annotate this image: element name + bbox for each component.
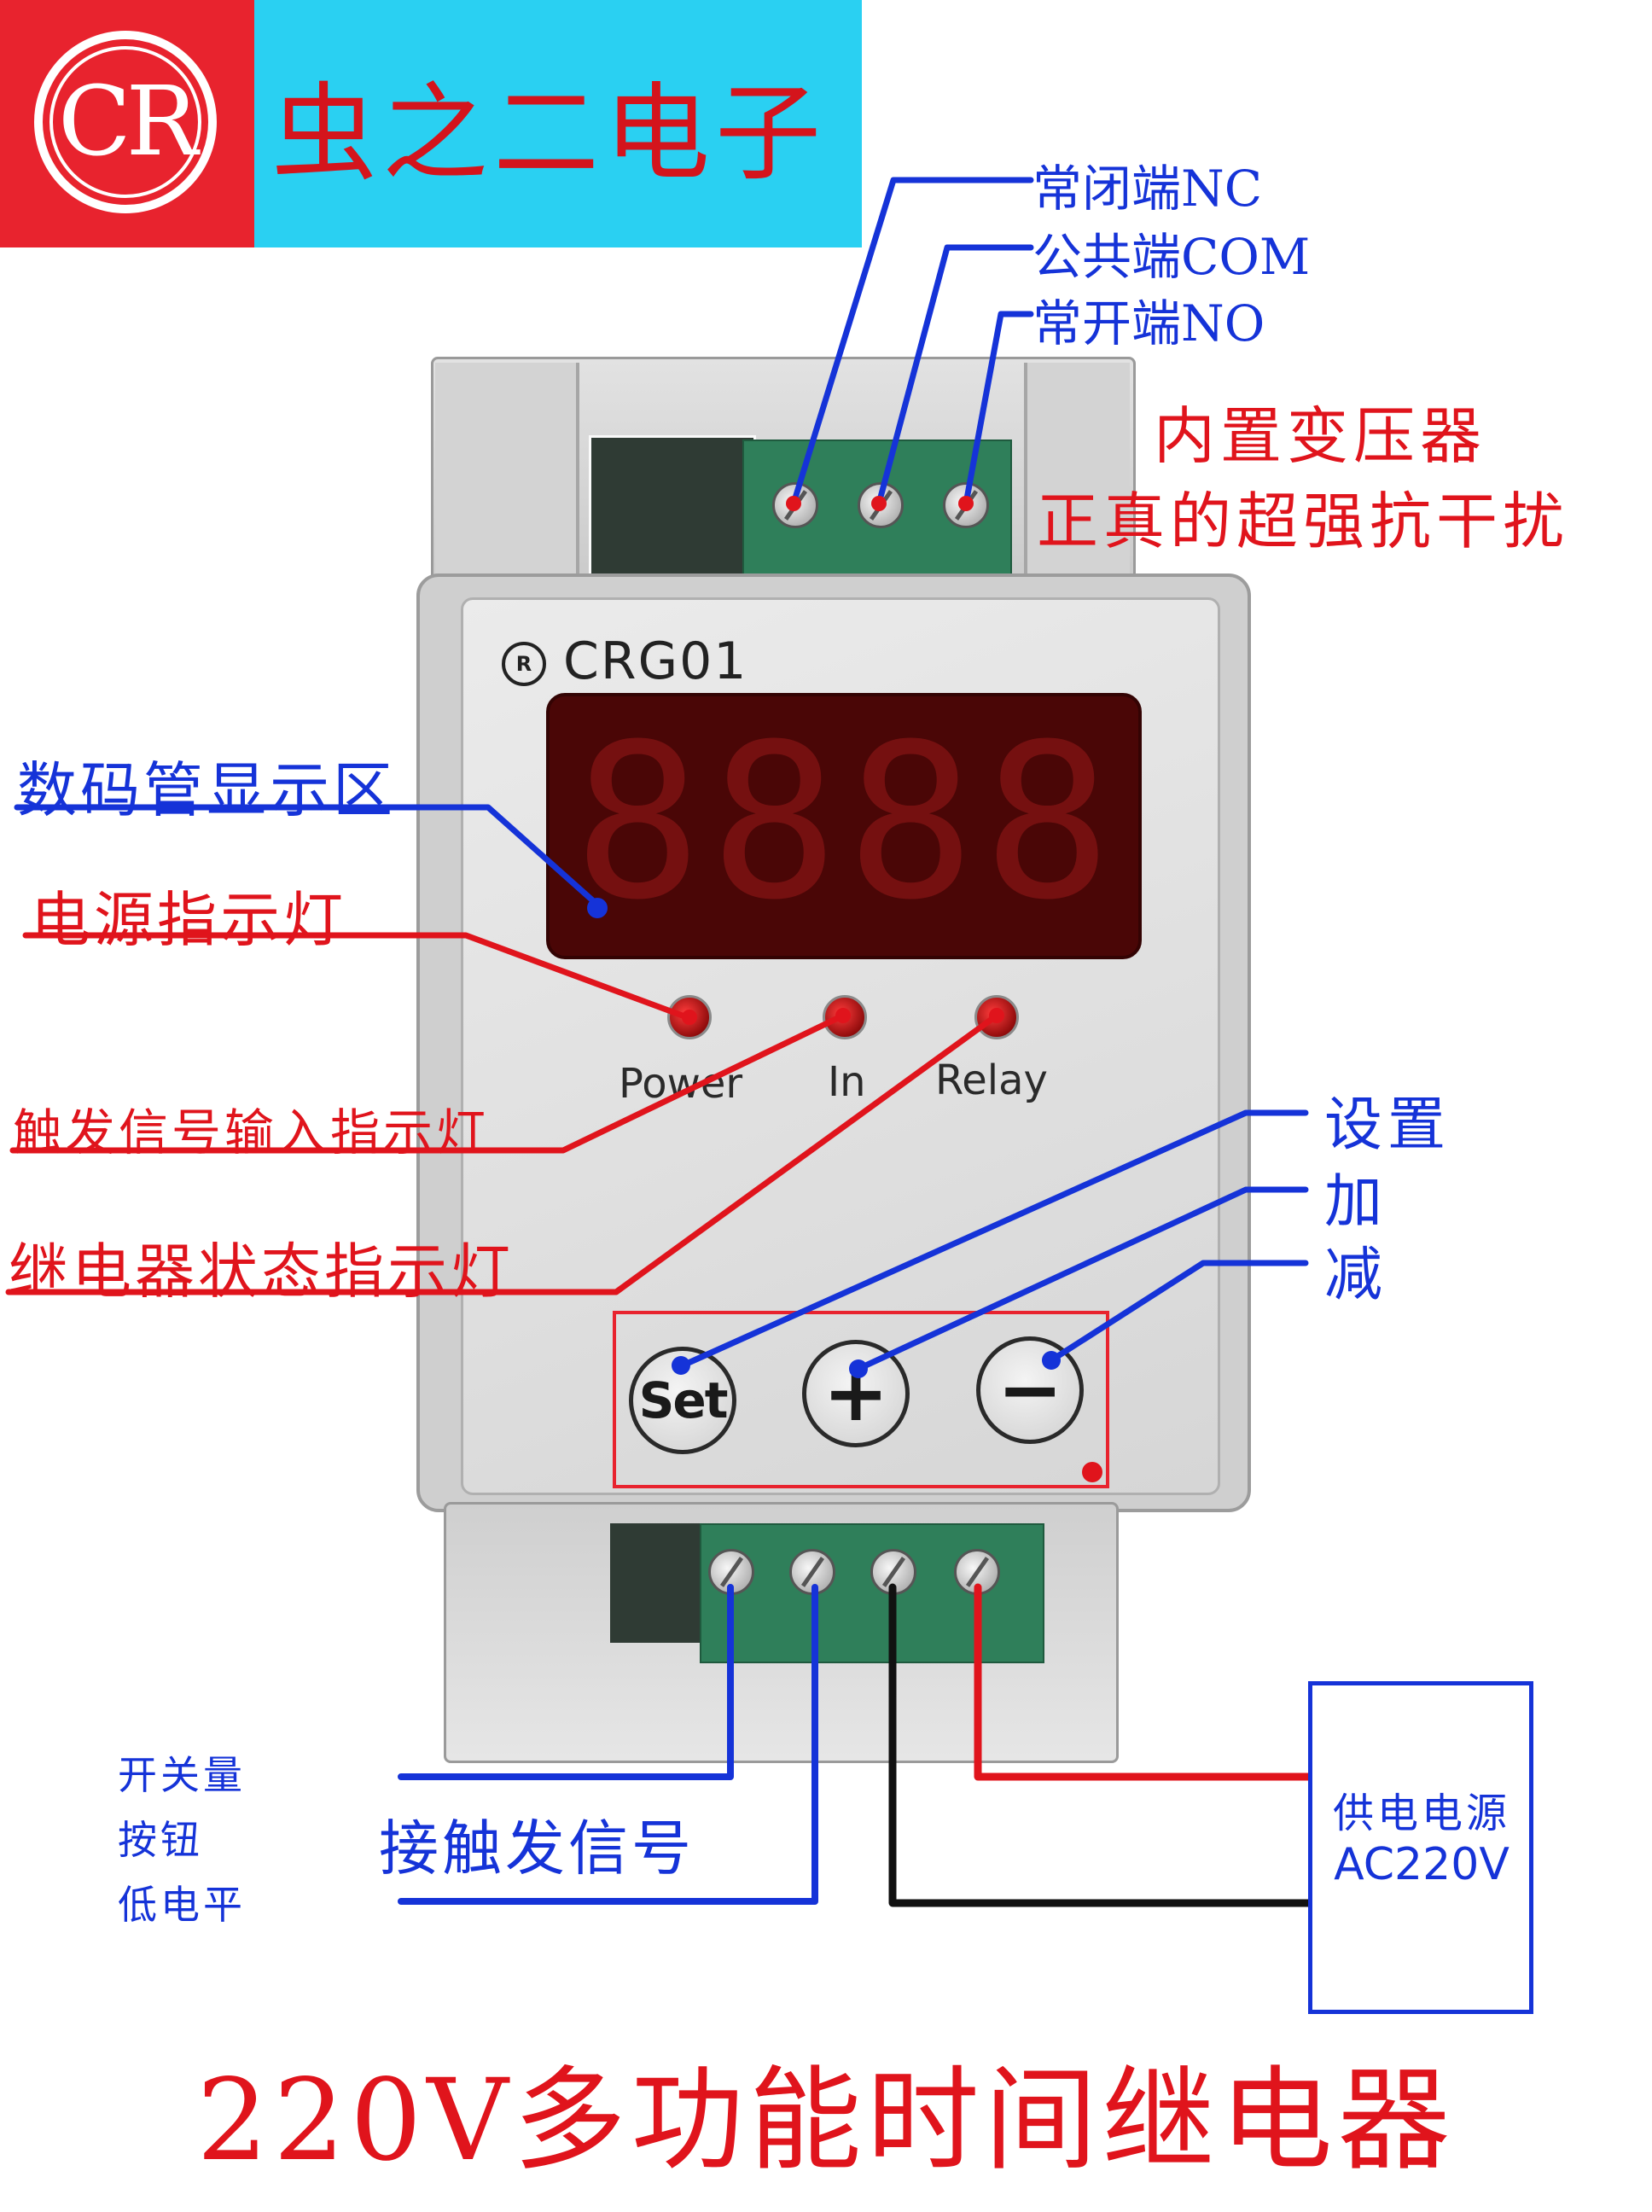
label-trigger-connect: 接触发信号	[379, 1813, 695, 1883]
label-nc: 常闭端NC	[1032, 160, 1263, 218]
leader-nc	[790, 177, 1034, 507]
wire-power-neutral	[888, 1583, 1312, 1907]
trigger-type-button: 按钮	[118, 1817, 203, 1863]
button-highlight-box	[613, 1311, 1109, 1488]
leader-power-led	[22, 932, 690, 1021]
model-logo-icon: R	[502, 642, 546, 686]
header-brand-banner	[254, 0, 862, 247]
dot-com	[871, 496, 887, 511]
label-com: 公共端COM	[1032, 228, 1311, 286]
leader-relay-led	[5, 1012, 1000, 1295]
label-display-area: 数码管显示区	[17, 755, 396, 825]
label-trigger-indicator: 触发信号输入指示灯	[13, 1103, 490, 1161]
logo-inner-ring	[49, 46, 201, 198]
led-label-power: Power	[619, 1060, 743, 1108]
leader-no	[963, 311, 1034, 507]
model-name: CRG01	[563, 632, 748, 691]
wire-trigger-2	[398, 1584, 818, 1905]
logo-outer-ring	[34, 31, 217, 213]
logo-text: CR	[57, 67, 198, 178]
trigger-type-switch: 开关量	[118, 1752, 246, 1798]
dot-button-box	[1082, 1462, 1102, 1482]
label-plus: 加	[1324, 1168, 1388, 1236]
set-button-label: Set	[638, 1371, 729, 1429]
led-label-in: In	[828, 1058, 866, 1106]
dot-set	[672, 1356, 690, 1375]
relay-led-icon	[974, 995, 1019, 1039]
power-supply-box	[1308, 1681, 1533, 2014]
feature-anti-interference: 正真的超强抗干扰	[1037, 486, 1570, 557]
dot-plus	[849, 1359, 868, 1378]
dot-minus	[1042, 1351, 1061, 1370]
feature-transformer: 内置变压器	[1154, 400, 1487, 472]
power-supply-title: 供电电源	[1332, 1790, 1510, 1837]
leader-input-led	[9, 1012, 846, 1154]
wire-power-live	[974, 1583, 1312, 1781]
dot-no	[958, 496, 974, 511]
label-power-indicator: 电源指示灯	[31, 885, 346, 955]
dot-power-led	[682, 1010, 697, 1025]
product-title: 220V多功能时间继电器	[196, 2055, 1456, 2186]
terminal-block-bottom	[700, 1523, 1044, 1663]
leader-display	[14, 804, 601, 908]
rail-top-left-clip	[435, 363, 579, 585]
pcb-bottom	[610, 1523, 704, 1643]
dot-display	[587, 898, 608, 918]
led-label-relay: Relay	[935, 1057, 1048, 1104]
leader-set	[679, 1109, 1309, 1369]
leader-minus	[1048, 1260, 1309, 1364]
plus-button[interactable]: +	[802, 1340, 910, 1447]
trigger-type-low-level: 低电平	[118, 1882, 246, 1928]
dot-input-led	[835, 1008, 851, 1023]
leader-plus	[855, 1186, 1309, 1372]
rail-top-right-clip	[1024, 363, 1130, 585]
label-set: 设置	[1324, 1091, 1451, 1159]
label-minus: 减	[1324, 1242, 1388, 1309]
label-relay-indicator: 继电器状态指示灯	[9, 1237, 514, 1307]
label-no: 常开端NO	[1032, 294, 1265, 352]
leader-com	[875, 244, 1034, 507]
power-supply-voltage: AC220V	[1334, 1839, 1509, 1890]
brand-name: 虫之二电子	[271, 73, 827, 195]
dot-nc	[786, 496, 801, 511]
seven-segment-display	[546, 693, 1142, 959]
wire-trigger-1	[398, 1584, 734, 1780]
dot-relay-led	[989, 1008, 1004, 1023]
